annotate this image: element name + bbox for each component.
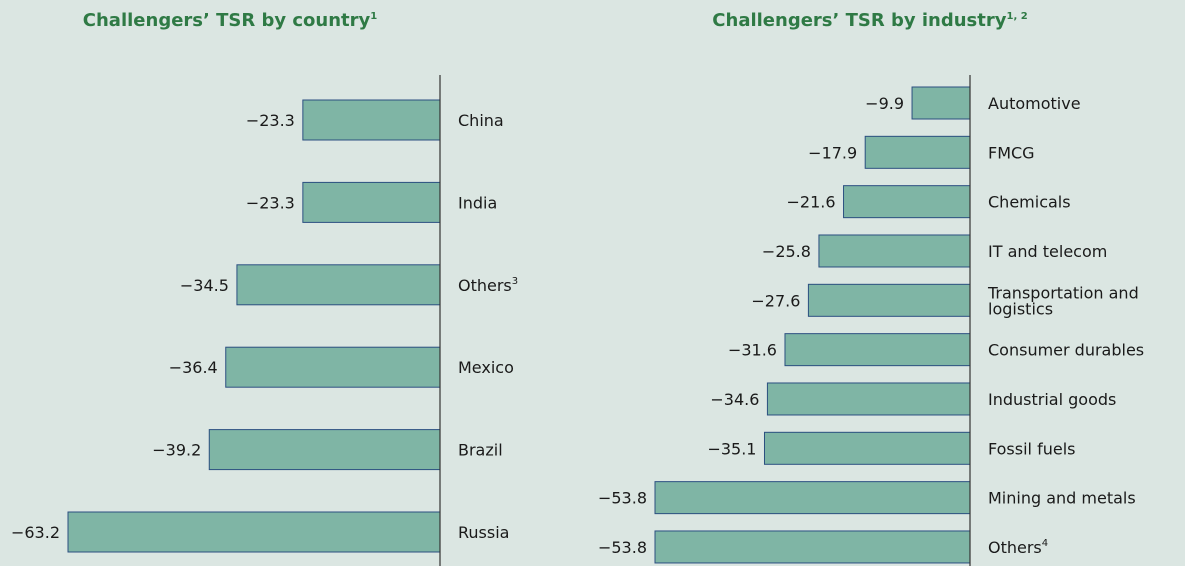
bar-automotive <box>911 86 971 120</box>
bar-india <box>302 181 441 223</box>
bar-mining-and-metals <box>654 481 971 515</box>
bar-fossil-fuels <box>763 431 971 465</box>
bar-others <box>654 530 971 564</box>
bar-transportation-and-logistics <box>807 283 971 317</box>
value-label: −53.8 <box>598 489 647 508</box>
value-label: −34.5 <box>180 276 229 295</box>
value-label: −17.9 <box>808 143 857 162</box>
category-label: FMCG <box>988 143 1035 162</box>
industry-chart-title-note: 1, 2 <box>1006 11 1028 22</box>
category-label: Brazil <box>458 441 503 460</box>
value-label: −34.6 <box>710 390 759 409</box>
value-label: −23.3 <box>246 193 295 212</box>
value-label: −39.2 <box>152 441 201 460</box>
value-label: −63.2 <box>11 523 60 542</box>
bar-brazil <box>208 429 441 471</box>
bar-it-and-telecom <box>818 234 971 268</box>
category-label: Others3 <box>458 276 518 295</box>
category-label: Mexico <box>458 358 514 377</box>
category-label: Fossil fuels <box>988 439 1075 458</box>
value-label: −27.6 <box>751 291 800 310</box>
country-chart-title-text: Challengers’ TSR by country <box>82 10 371 31</box>
value-label: −23.3 <box>246 111 295 130</box>
bar-industrial-goods <box>766 382 971 416</box>
value-label: −9.9 <box>865 94 904 113</box>
value-label: −25.8 <box>762 242 811 261</box>
value-label: −36.4 <box>169 358 218 377</box>
industry-chart-title: Challengers’ TSR by industry1, 2 <box>660 10 1080 31</box>
category-label: IT and telecom <box>988 242 1107 261</box>
industry-chart-title-text: Challengers’ TSR by industry <box>712 10 1007 31</box>
category-label: Russia <box>458 523 509 542</box>
country-chart-title-note: 1 <box>370 11 378 22</box>
bar-chemicals <box>843 185 971 219</box>
value-label: −31.6 <box>728 341 777 360</box>
bar-china <box>302 99 441 141</box>
category-label: Others4 <box>988 538 1048 557</box>
value-label: −35.1 <box>707 439 756 458</box>
category-label: Mining and metals <box>988 489 1136 508</box>
category-label: Consumer durables <box>988 341 1144 360</box>
industry-chart: −9.9 Automotive −17.9 FMCG −21.6 Chemicals −25… <box>598 75 1144 566</box>
category-label: Chemicals <box>988 193 1071 212</box>
category-label: China <box>458 111 504 130</box>
bar-russia <box>67 511 441 553</box>
bar-mexico <box>225 346 441 388</box>
category-label: Industrial goods <box>988 390 1116 409</box>
category-label: Automotive <box>988 94 1081 113</box>
value-label: −21.6 <box>787 193 836 212</box>
value-label: −53.8 <box>598 538 647 557</box>
category-label: India <box>458 193 497 212</box>
bar-others <box>236 264 441 306</box>
bar-fmcg <box>864 135 971 169</box>
bar-consumer-durables <box>784 333 971 367</box>
country-chart-title: Challengers’ TSR by country1 <box>40 10 420 31</box>
